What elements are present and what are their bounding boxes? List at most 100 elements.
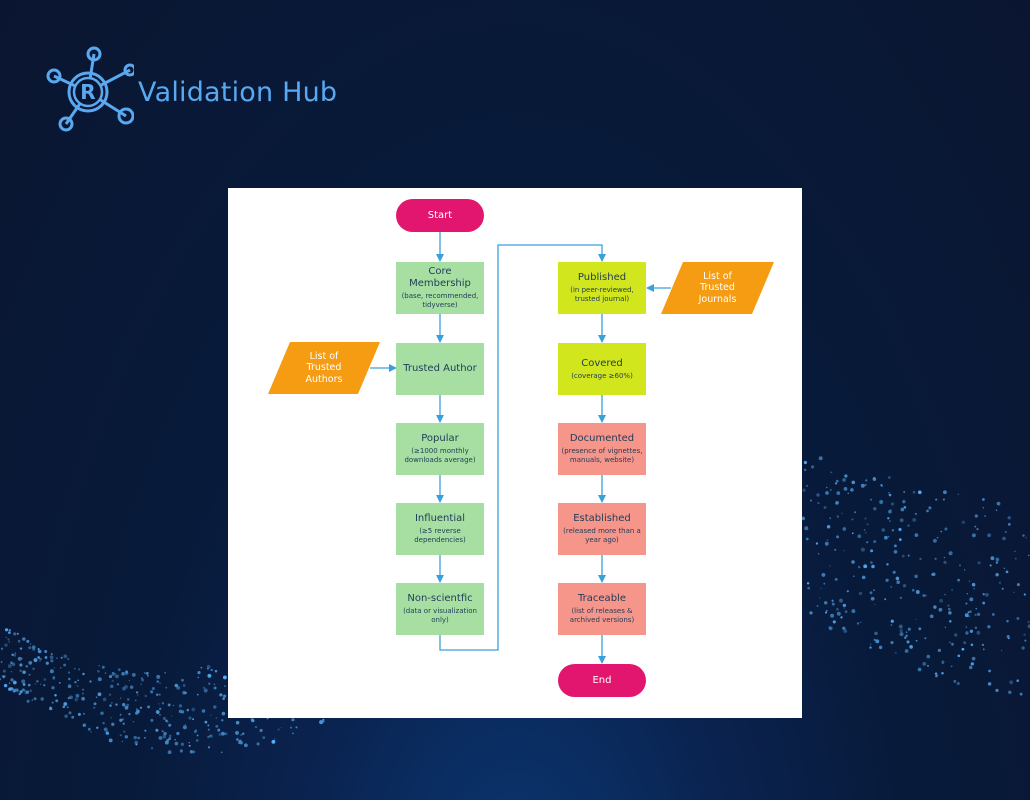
background-dot (110, 684, 114, 689)
background-dot (1021, 646, 1025, 650)
background-dot (322, 720, 325, 723)
background-dot (944, 593, 946, 596)
background-dot (892, 570, 896, 574)
background-dot (971, 533, 976, 538)
background-dot (842, 527, 847, 531)
background-dot (968, 665, 973, 670)
background-dot (1016, 616, 1020, 620)
background-dot (40, 683, 42, 685)
background-dot (1024, 639, 1027, 642)
background-dot (50, 653, 53, 655)
background-dot (817, 552, 820, 555)
background-dot (995, 688, 999, 693)
background-dot (995, 509, 998, 511)
background-dot (45, 661, 49, 665)
background-dot (21, 688, 25, 692)
background-dot (982, 498, 985, 501)
background-dot (161, 702, 165, 705)
background-dot (904, 636, 907, 639)
background-dot (126, 703, 130, 707)
background-dot (135, 708, 138, 711)
background-dot (975, 608, 977, 610)
background-dot (841, 512, 843, 514)
background-dot (201, 709, 206, 713)
background-dot (968, 580, 971, 582)
background-dot (1005, 570, 1009, 574)
background-dot (19, 690, 23, 694)
background-dot (984, 515, 987, 518)
background-dot (36, 680, 39, 683)
background-dot (902, 584, 907, 588)
background-dot (950, 665, 953, 668)
background-dot (208, 734, 211, 737)
background-dot (853, 575, 855, 578)
background-dot (22, 683, 26, 686)
background-dot (830, 471, 833, 474)
background-dot (129, 685, 134, 689)
background-dot (58, 682, 61, 684)
trusted-author-box: Trusted Author (396, 343, 484, 395)
background-dot (97, 669, 100, 673)
background-dot (210, 668, 213, 672)
background-dot (255, 726, 257, 728)
background-dot (864, 483, 867, 487)
background-dot (1001, 587, 1004, 590)
background-dot (0, 647, 4, 650)
documented-title: Documented (569, 433, 635, 444)
background-dot (915, 618, 917, 620)
background-dot (842, 626, 846, 630)
background-dot (890, 619, 894, 623)
background-dot (207, 667, 209, 670)
background-dot (213, 705, 217, 709)
background-dot (5, 636, 8, 639)
background-dot (869, 646, 872, 649)
background-dot (907, 524, 910, 527)
background-dot (863, 529, 866, 531)
background-dot (1019, 692, 1023, 696)
background-dot (7, 638, 10, 641)
background-dot (843, 607, 845, 609)
background-dot (145, 672, 149, 675)
background-dot (19, 663, 23, 667)
background-dot (936, 536, 939, 539)
background-dot (935, 675, 938, 678)
trusted-journals-input: List of Trusted Journals (661, 262, 774, 314)
background-dot (112, 671, 114, 674)
background-dot (19, 647, 23, 650)
background-dot (844, 610, 848, 614)
background-dot (951, 589, 953, 591)
background-dot (238, 740, 242, 745)
background-dot (319, 720, 324, 725)
background-dot (806, 582, 810, 585)
background-dot (904, 649, 909, 653)
background-dot (159, 682, 161, 684)
background-dot (31, 699, 34, 701)
background-dot (171, 715, 173, 717)
background-dot (158, 703, 160, 705)
background-dot (108, 675, 113, 679)
background-dot (815, 542, 819, 545)
background-dot (984, 592, 989, 597)
background-dot (68, 677, 71, 681)
background-dot (124, 735, 128, 739)
background-dot (860, 483, 865, 488)
background-dot (165, 686, 168, 689)
background-dot (870, 561, 873, 564)
traceable-box: Traceable (list of releases & archived v… (558, 583, 646, 635)
background-dot (926, 654, 931, 659)
background-dot (135, 711, 139, 715)
background-dot (828, 626, 833, 631)
background-dot (901, 554, 905, 558)
end-label: End (592, 674, 612, 686)
background-dot (256, 742, 260, 746)
background-dot (924, 637, 927, 640)
background-dot (1013, 591, 1015, 593)
background-dot (981, 643, 985, 647)
background-dot (893, 550, 898, 554)
background-dot (109, 704, 112, 707)
background-dot (1008, 690, 1012, 695)
background-dot (963, 641, 967, 645)
background-dot (864, 531, 867, 534)
background-dot (161, 730, 164, 733)
background-dot (851, 532, 854, 535)
